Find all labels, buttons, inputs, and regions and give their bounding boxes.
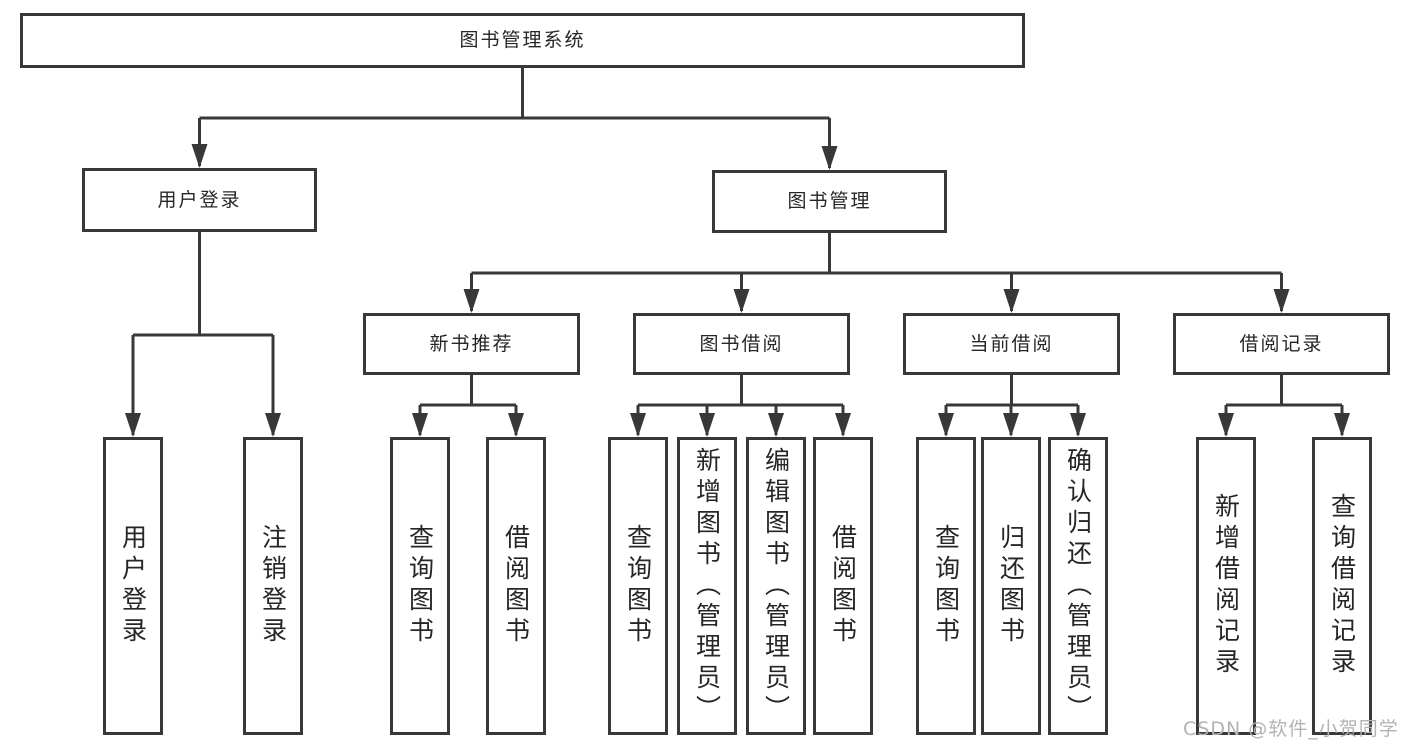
leaf-label: 归还图书 bbox=[996, 524, 1026, 648]
leaf-label: 新增图书（管理员） bbox=[692, 446, 722, 726]
arrow-to-leaf-bb-query bbox=[630, 413, 646, 437]
arrow-to-leaf-cb-query bbox=[938, 413, 954, 437]
arrow-to-borrow-records bbox=[1273, 289, 1290, 313]
leaf-label: 查询图书 bbox=[931, 524, 961, 648]
node-label: 图书借阅 bbox=[699, 332, 784, 355]
arrow-to-leaf-nb-query bbox=[412, 413, 428, 437]
node-user-login: 用户登录 bbox=[82, 168, 317, 232]
leaf-add-borrow-record: 新增借阅记录 bbox=[1196, 437, 1256, 735]
csdn-watermark: CSDN @软件_小贺同学 bbox=[1183, 718, 1399, 740]
node-label: 新书推荐 bbox=[429, 332, 514, 355]
leaf-query-books: 查询图书 bbox=[608, 437, 668, 735]
node-library-management-system: 图书管理系统 bbox=[20, 13, 1025, 68]
arrow-to-leaf-br-add bbox=[1218, 413, 1234, 437]
arrow-to-new-books bbox=[463, 289, 480, 313]
node-borrowing-records: 借阅记录 bbox=[1173, 313, 1390, 375]
connector-book-borrow-rail bbox=[636, 375, 845, 435]
leaf-logout: 注销登录 bbox=[243, 437, 303, 735]
leaf-label: 查询图书 bbox=[405, 524, 435, 648]
leaf-label: 查询图书 bbox=[623, 524, 653, 648]
node-new-book-recommend: 新书推荐 bbox=[363, 313, 580, 375]
connector-book-mgmt-rail bbox=[470, 233, 1283, 311]
connector-user-login-rail bbox=[131, 232, 275, 435]
leaf-label: 查询借阅记录 bbox=[1327, 493, 1357, 679]
node-label: 借阅记录 bbox=[1239, 332, 1324, 355]
connector-strokes bbox=[131, 68, 1344, 435]
arrow-to-leaf-cb-confirm bbox=[1070, 413, 1086, 437]
leaf-borrow-books: 借阅图书 bbox=[486, 437, 546, 735]
leaf-user-login: 用户登录 bbox=[103, 437, 163, 735]
node-label: 用户登录 bbox=[157, 188, 242, 211]
arrow-to-leaf-logout bbox=[265, 413, 281, 437]
node-label: 图书管理 bbox=[787, 190, 872, 212]
arrow-to-leaf-bb-add bbox=[699, 413, 715, 437]
leaf-label: 借阅图书 bbox=[828, 524, 858, 648]
arrow-to-book-mgmt bbox=[821, 146, 838, 170]
leaf-query-books: 查询图书 bbox=[916, 437, 976, 735]
connector-root-rail bbox=[198, 68, 831, 168]
leaf-borrow-books: 借阅图书 bbox=[813, 437, 873, 735]
arrow-to-leaf-br-query bbox=[1334, 413, 1350, 437]
leaf-label: 确认归还（管理员） bbox=[1063, 446, 1093, 726]
connector-new-books-rail bbox=[418, 375, 518, 435]
arrow-to-leaf-cb-return bbox=[1003, 413, 1019, 437]
leaf-query-borrow-record: 查询借阅记录 bbox=[1312, 437, 1372, 735]
leaf-query-books: 查询图书 bbox=[390, 437, 450, 735]
connector-borrow-records-rail bbox=[1224, 375, 1344, 435]
arrow-to-leaf-user-login bbox=[125, 413, 141, 437]
leaf-edit-books-admin: 编辑图书（管理员） bbox=[746, 437, 806, 735]
leaf-return-books: 归还图书 bbox=[981, 437, 1041, 735]
node-book-management: 图书管理 bbox=[712, 170, 947, 233]
node-label: 当前借阅 bbox=[969, 332, 1054, 355]
leaf-label: 新增借阅记录 bbox=[1211, 493, 1241, 679]
node-book-borrowing: 图书借阅 bbox=[633, 313, 850, 375]
arrow-to-leaf-nb-borrow bbox=[508, 413, 524, 437]
leaf-label: 借阅图书 bbox=[501, 524, 531, 648]
arrow-to-current-borrow bbox=[1003, 289, 1020, 313]
arrow-to-leaf-bb-borrow bbox=[835, 413, 851, 437]
leaf-label: 用户登录 bbox=[118, 524, 148, 648]
leaf-label: 编辑图书（管理员） bbox=[761, 446, 791, 726]
leaf-confirm-return-admin: 确认归还（管理员） bbox=[1048, 437, 1108, 735]
node-label: 图书管理系统 bbox=[459, 29, 586, 51]
leaf-label: 注销登录 bbox=[258, 524, 288, 648]
arrow-to-book-borrow bbox=[733, 289, 750, 313]
arrow-to-leaf-bb-edit bbox=[768, 413, 784, 437]
node-current-borrowing: 当前借阅 bbox=[903, 313, 1120, 375]
leaf-add-books-admin: 新增图书（管理员） bbox=[677, 437, 737, 735]
arrowheads bbox=[125, 144, 1350, 437]
arrow-to-user-login bbox=[191, 144, 208, 168]
